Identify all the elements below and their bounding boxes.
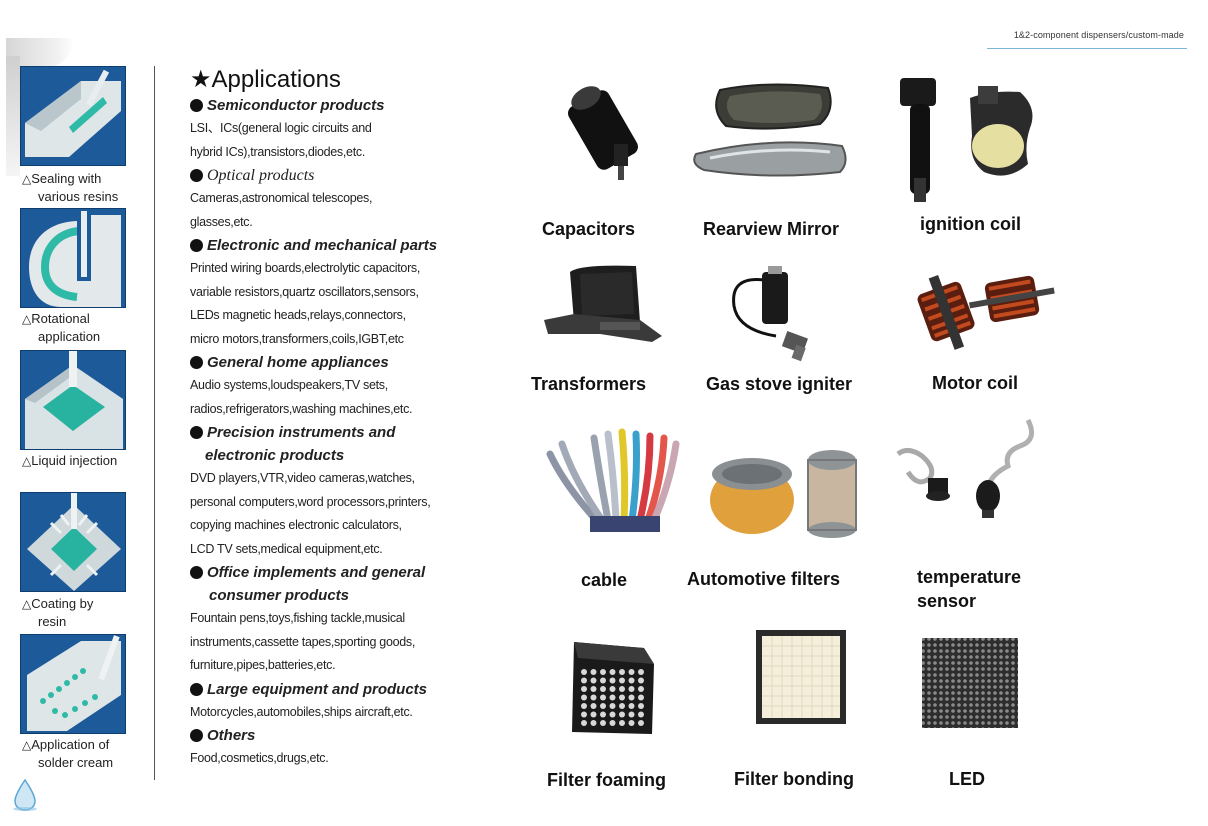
process-rotational-illustration (20, 208, 126, 308)
category-text: copying machines electronic calculators, (190, 518, 402, 532)
header-rule (987, 48, 1187, 49)
category-text: micro motors,transformers,coils,IGBT,etc (190, 331, 404, 346)
product-label: sensor (917, 591, 977, 611)
product-label: temperature (917, 567, 1022, 587)
category-text: glasses,etc. (190, 214, 253, 229)
category-text: variable resistors,quartz oscillators,se… (190, 284, 419, 299)
corner-decoration-strip (6, 56, 20, 176)
category-text: Motorcycles,automobiles,ships aircraft,e… (190, 704, 413, 719)
product-label: Automotive filters (687, 569, 841, 589)
product-label: Rearview Mirror (703, 219, 840, 239)
process-injection-caption: △Liquid injection (22, 453, 118, 468)
category-heading: Large equipment and products (190, 678, 490, 701)
product-label: ignition coil (920, 214, 1021, 234)
automotive-filter-photo (704, 440, 864, 545)
process-solder-caption: △Application of solder cream (22, 737, 114, 770)
applications-title: ★Applications (190, 66, 341, 93)
category-heading-cont: electronic products (205, 447, 345, 464)
led-panel-photo (920, 636, 1020, 735)
category-text: Cameras,astronomical telescopes, (190, 191, 373, 205)
product-label: Filter foaming (547, 770, 667, 790)
category-text: Printed wiring boards,electrolytic capac… (190, 261, 421, 275)
motor-coil-photo (908, 264, 1058, 365)
star-icon: ★ (190, 66, 212, 93)
filter-bonding-photo (752, 626, 850, 733)
product-label: Filter bonding (734, 769, 854, 789)
category-heading: General home appliances (190, 351, 490, 374)
category-text: LCD TV sets,medical equipment,etc. (190, 541, 383, 556)
category-heading: Precision instruments and (190, 421, 490, 444)
gas-stove-igniter-photo (724, 266, 824, 371)
category-text: LSI、ICs(general logic circuits and (190, 121, 372, 135)
product-label: Transformers (531, 374, 647, 394)
product-label: Gas stove igniter (706, 374, 853, 394)
process-sealing-caption: △Sealing with various resins (22, 171, 119, 204)
cable-photo (544, 424, 684, 549)
process-rotational-caption: △Rotational application (22, 311, 101, 344)
category-heading: Others (190, 724, 490, 747)
category-heading: Office implements and general (190, 561, 490, 584)
header-tag: 1&2-component dispensers/custom-made (1013, 30, 1184, 40)
transformer-photo (540, 262, 670, 357)
divider (154, 66, 155, 780)
product-label: cable (581, 570, 628, 590)
category-text: personal computers,word processors,print… (190, 494, 431, 509)
process-solder-illustration (20, 634, 126, 734)
rearview-mirror-photo (690, 80, 850, 195)
category-text: LEDs magnetic heads,relays,connectors, (190, 308, 406, 322)
process-injection-illustration (20, 350, 126, 450)
category-heading: Optical products (190, 164, 490, 187)
category-text: hybrid ICs),transistors,diodes,etc. (190, 144, 365, 159)
category-text: Audio systems,loudspeakers,TV sets, (190, 378, 388, 392)
filter-foaming-photo (564, 634, 660, 745)
capacitor-photo (560, 74, 650, 189)
process-sealing-illustration (20, 66, 126, 166)
category-text: Food,cosmetics,drugs,etc. (190, 751, 329, 765)
category-heading-cont: consumer products (209, 587, 350, 604)
product-label: LED (949, 769, 985, 789)
category-text: instruments,cassette tapes,sporting good… (190, 634, 416, 649)
category-text: furniture,pipes,batteries,etc. (190, 658, 336, 672)
category-heading: Semiconductor products (190, 94, 490, 117)
category-text: Fountain pens,toys,fishing tackle,musica… (190, 611, 405, 625)
applications-list: ★Applications Semiconductor products LSI… (190, 66, 490, 771)
temperature-sensor-photo (888, 416, 1048, 531)
category-text: radios,refrigerators,washing machines,et… (190, 401, 413, 416)
category-text: DVD players,VTR,video cameras,watches, (190, 471, 415, 485)
water-drop-icon (12, 778, 38, 812)
product-label: Capacitors (542, 219, 636, 239)
process-coating-illustration (20, 492, 126, 592)
product-label: Motor coil (932, 373, 1018, 393)
category-heading: Electronic and mechanical parts (190, 234, 490, 257)
ignition-coil-photo (880, 68, 1050, 213)
process-coating-caption: △Coating by resin (22, 596, 94, 629)
